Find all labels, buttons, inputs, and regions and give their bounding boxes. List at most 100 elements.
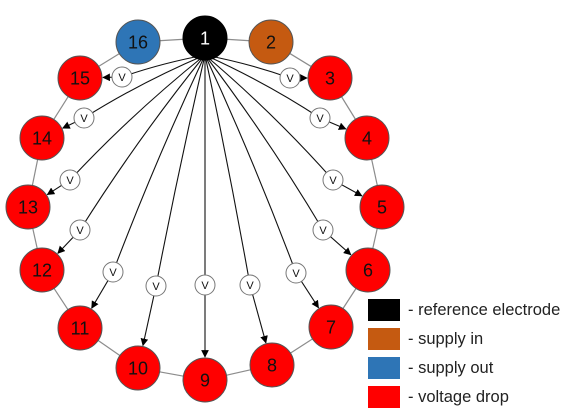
electrode-circle-14 xyxy=(19,115,65,161)
voltmeter-8: V xyxy=(239,274,261,296)
legend-swatch-supply-in xyxy=(368,328,400,350)
voltmeter-circle-3 xyxy=(279,67,301,89)
voltmeter-symbol-15: V xyxy=(118,72,126,84)
voltmeter-3: V xyxy=(279,67,301,89)
electrode-14: 14 xyxy=(19,115,65,161)
voltmeter-circle-15 xyxy=(111,66,133,88)
voltmeter-circle-10 xyxy=(145,275,167,297)
ring-link-2 xyxy=(288,52,313,68)
voltmeter-circle-5 xyxy=(322,169,344,191)
measurement-line-13 xyxy=(46,54,206,196)
electrode-12: 12 xyxy=(19,247,65,293)
legend: - reference electrode - supply in - supp… xyxy=(368,298,580,414)
electrode-label-10: 10 xyxy=(128,359,148,379)
electrode-circle-15 xyxy=(57,55,103,101)
legend-item-reference: - reference electrode xyxy=(368,298,580,323)
voltmeter-circle-4 xyxy=(309,107,331,129)
measurement-line-5 xyxy=(204,54,363,197)
voltmeter-symbol-12: V xyxy=(76,225,84,237)
electrode-4: 4 xyxy=(344,115,390,161)
ring-connections xyxy=(31,38,379,377)
legend-label-supply-out: - supply out xyxy=(408,359,494,377)
electrode-label-8: 8 xyxy=(267,356,277,376)
ring-link-5 xyxy=(371,227,379,250)
measurement-line-11 xyxy=(91,54,206,309)
ring-link-7 xyxy=(289,337,314,355)
voltmeter-circle-12 xyxy=(69,219,91,241)
electrode-3: 3 xyxy=(307,55,353,101)
electrode-circle-13 xyxy=(5,184,51,230)
electrode-circle-11 xyxy=(57,305,103,351)
electrode-circle-8 xyxy=(249,342,295,388)
voltmeter-symbol-10: V xyxy=(152,281,160,293)
voltmeter-symbol-9: V xyxy=(201,280,209,292)
measurement-line-10 xyxy=(140,54,206,347)
legend-label-reference: - reference electrode xyxy=(408,301,561,319)
voltmeter-11: V xyxy=(102,261,124,283)
ring-link-14 xyxy=(52,95,70,121)
legend-swatch-supply-out xyxy=(368,357,400,379)
electrode-circle-3 xyxy=(307,55,353,101)
ring-link-8 xyxy=(225,369,252,376)
legend-swatch-reference xyxy=(368,299,400,321)
electrode-1: 1 xyxy=(182,15,228,61)
ring-link-9 xyxy=(158,371,185,377)
electrode-circle-6 xyxy=(345,247,391,293)
voltmeter-circle-7 xyxy=(285,262,307,284)
ring-link-10 xyxy=(96,339,122,357)
electrode-circle-2 xyxy=(248,19,294,65)
electrode-9: 9 xyxy=(182,357,228,403)
ring-link-13 xyxy=(31,158,39,187)
electrode-label-15: 15 xyxy=(70,69,90,89)
electrode-label-5: 5 xyxy=(377,198,387,218)
voltmeter-circle-11 xyxy=(102,261,124,283)
electrode-2: 2 xyxy=(248,19,294,65)
electrode-circle-16 xyxy=(115,19,161,65)
legend-item-supply-out: - supply out xyxy=(368,356,580,381)
voltmeter-symbol-8: V xyxy=(246,280,254,292)
ring-link-15 xyxy=(97,52,121,68)
electrode-label-12: 12 xyxy=(32,261,52,281)
voltmeter-symbol-6: V xyxy=(319,225,327,237)
electrode-label-7: 7 xyxy=(326,318,336,338)
voltmeter-symbol-4: V xyxy=(316,113,324,125)
voltmeter-symbol-3: V xyxy=(286,73,294,85)
voltmeter-symbol-14: V xyxy=(80,113,88,125)
voltmeter-12: V xyxy=(69,219,91,241)
electrode-label-4: 4 xyxy=(362,129,372,149)
measurement-line-12 xyxy=(57,54,206,254)
voltmeter-circle-13 xyxy=(59,169,81,191)
electrode-circle-1 xyxy=(182,15,228,61)
voltmeter-7: V xyxy=(285,262,307,284)
electrode-11: 11 xyxy=(57,305,103,351)
ring-link-11 xyxy=(53,287,69,311)
electrode-10: 10 xyxy=(115,345,161,391)
voltmeter-circle-6 xyxy=(312,219,334,241)
electrode-5: 5 xyxy=(359,184,405,230)
voltmeter-14: V xyxy=(73,107,95,129)
legend-label-voltage-drop: - voltage drop xyxy=(408,388,509,406)
ring-link-6 xyxy=(341,287,358,310)
voltmeter-symbol-7: V xyxy=(292,268,300,280)
electrode-label-2: 2 xyxy=(266,33,276,53)
ring-link-3 xyxy=(340,95,357,121)
legend-item-voltage-drop: - voltage drop xyxy=(368,385,580,410)
electrode-16: 16 xyxy=(115,19,161,65)
voltmeter-symbol-13: V xyxy=(66,175,74,187)
electrode-7: 7 xyxy=(308,304,354,350)
voltmeter-13: V xyxy=(59,169,81,191)
electrode-circle-4 xyxy=(344,115,390,161)
voltmeter-4: V xyxy=(309,107,331,129)
electrode-circle-5 xyxy=(359,184,405,230)
electrode-6: 6 xyxy=(345,247,391,293)
legend-label-supply-in: - supply in xyxy=(408,330,484,348)
voltmeter-9: V xyxy=(194,274,216,296)
electrode-15: 15 xyxy=(57,55,103,101)
ring-link-16 xyxy=(158,38,185,42)
legend-item-supply-in: - supply in xyxy=(368,327,580,352)
voltmeter-circle-14 xyxy=(73,107,95,129)
electrode-label-16: 16 xyxy=(128,33,148,53)
